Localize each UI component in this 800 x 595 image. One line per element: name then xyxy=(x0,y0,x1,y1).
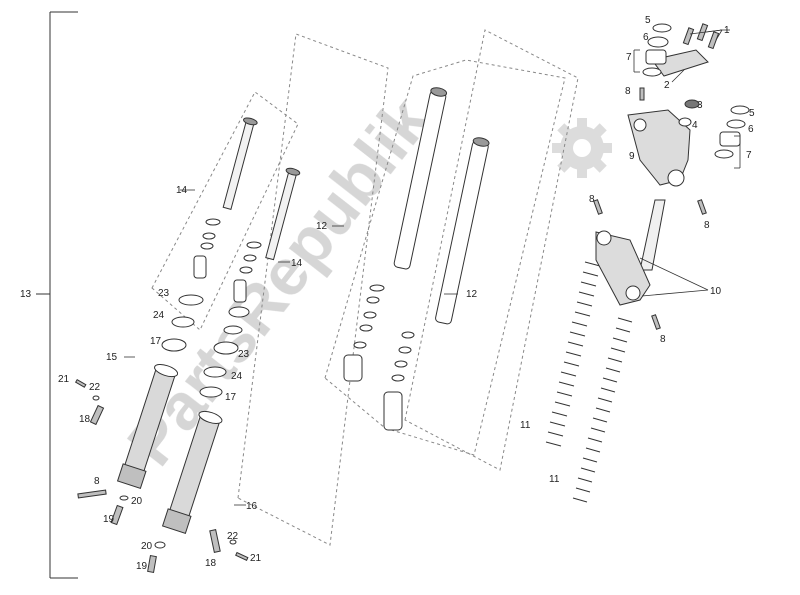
bracket-13 xyxy=(36,11,78,579)
callout-12b: 12 xyxy=(466,289,478,300)
outer-slider-right xyxy=(161,410,223,535)
callout-12a: 12 xyxy=(316,221,328,232)
seal-rings xyxy=(161,218,262,398)
outer-slider-left xyxy=(116,364,179,490)
callout-19a: 19 xyxy=(103,514,115,525)
callout-14b: 14 xyxy=(291,258,303,269)
inner-tube-right xyxy=(265,167,301,261)
outline-group-16 xyxy=(237,33,389,546)
callout-22a: 22 xyxy=(89,382,101,393)
callout-15: 15 xyxy=(106,352,118,363)
callout-3: 3 xyxy=(697,100,703,111)
callout-18b: 18 xyxy=(205,558,217,569)
left-fork-assembly xyxy=(74,117,301,573)
triple-clamp xyxy=(593,23,750,330)
fork-tubes-12 xyxy=(343,87,490,431)
callout-24a: 24 xyxy=(153,310,165,321)
callout-16: 16 xyxy=(246,501,258,512)
callout-6b: 6 xyxy=(748,124,754,135)
callout-11a: 11 xyxy=(520,420,531,431)
callout-17b: 17 xyxy=(225,392,237,403)
callout-19b: 19 xyxy=(136,561,148,572)
callout-23a: 23 xyxy=(158,288,170,299)
callout-1: 1 xyxy=(724,25,730,36)
callout-9: 9 xyxy=(629,151,635,162)
callout-20a: 20 xyxy=(131,496,143,507)
callout-23b: 23 xyxy=(238,349,250,360)
callout-6: 6 xyxy=(643,32,649,43)
callout-5: 5 xyxy=(645,15,651,26)
outline-group-right-tube xyxy=(404,29,579,471)
steering-stem xyxy=(639,199,666,271)
fasteners xyxy=(74,378,249,573)
callout-2: 2 xyxy=(664,80,670,91)
callout-8d: 8 xyxy=(660,334,666,345)
callout-13: 13 xyxy=(20,289,32,300)
callout-8b: 8 xyxy=(589,194,595,205)
clamp-bolts xyxy=(593,23,720,330)
spring-upper xyxy=(545,261,601,447)
springs-11 xyxy=(545,261,633,503)
spring-lower xyxy=(572,317,633,503)
inner-tube-left xyxy=(222,117,258,210)
callout-18a: 18 xyxy=(79,414,91,425)
callout-22b: 22 xyxy=(227,531,239,542)
callout-14a: 14 xyxy=(176,185,188,196)
callout-4: 4 xyxy=(692,120,698,131)
callout-21b: 21 xyxy=(250,553,262,564)
callout-8a: 8 xyxy=(625,86,631,97)
callout-7b: 7 xyxy=(746,150,752,161)
center-rings xyxy=(343,284,415,431)
outline-group-12 xyxy=(324,59,566,456)
callout-10: 10 xyxy=(710,286,722,297)
callout-8c: 8 xyxy=(704,220,710,231)
leader-lines xyxy=(124,29,741,506)
callout-24b: 24 xyxy=(231,371,243,382)
callout-11b: 11 xyxy=(549,474,560,485)
callout-8e: 8 xyxy=(94,476,100,487)
gear-logo-icon xyxy=(552,118,612,178)
group-outlines xyxy=(151,29,579,546)
callout-17a: 17 xyxy=(150,336,162,347)
outline-group-fork-left xyxy=(151,91,299,331)
callout-21a: 21 xyxy=(58,374,70,385)
callout-20b: 20 xyxy=(141,541,153,552)
callout-5b: 5 xyxy=(749,108,755,119)
callout-labels: 1 2 3 4 5 5 6 6 7 7 8 8 8 8 8 9 10 11 11… xyxy=(20,15,755,572)
callout-7: 7 xyxy=(626,52,632,63)
